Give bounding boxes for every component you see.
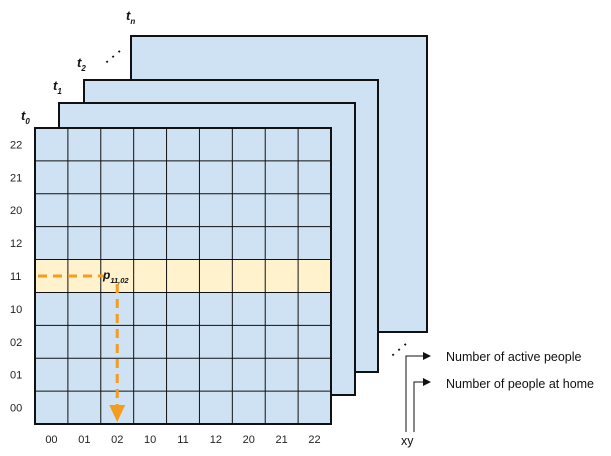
row-tick-label: 20 <box>10 205 22 217</box>
row-tick-label: 00 <box>10 403 22 415</box>
ellipsis-bottom: · · · <box>387 337 412 361</box>
col-tick-label: 12 <box>210 434 222 446</box>
ellipsis-top: · · · <box>101 44 126 68</box>
row-tick-label: 12 <box>10 238 22 250</box>
point-label: p11,02 <box>102 268 129 285</box>
time-label-t0: t0 <box>21 108 30 126</box>
grid-lines <box>35 128 331 424</box>
connector-active-people <box>405 352 431 432</box>
time-label-t2: t2 <box>77 55 86 73</box>
legend-axis-label: xy <box>401 434 414 448</box>
row-tick-labels: 22 21 20 12 11 10 02 01 00 <box>10 139 22 414</box>
legend-active-people: Number of active people <box>446 350 582 364</box>
col-tick-label: 10 <box>144 434 156 446</box>
row-tick-label: 22 <box>10 139 22 151</box>
col-tick-label: 21 <box>276 434 288 446</box>
col-tick-label: 01 <box>78 434 90 446</box>
time-label-tn: tn <box>126 8 135 26</box>
col-tick-labels: 00 01 02 10 11 12 20 21 22 <box>45 434 320 446</box>
col-tick-label: 20 <box>243 434 255 446</box>
legend-connectors <box>405 352 431 432</box>
row-tick-label: 01 <box>10 370 22 382</box>
row-tick-label: 02 <box>10 337 22 349</box>
row-tick-label: 11 <box>10 271 21 283</box>
connector-people-at-home <box>413 378 431 432</box>
col-tick-label: 02 <box>111 434 123 446</box>
down-arrow-icon <box>109 405 126 422</box>
row-tick-label: 10 <box>10 304 22 316</box>
time-label-t1: t1 <box>53 78 62 96</box>
frame-t-0-grid <box>34 127 332 425</box>
col-tick-label: 22 <box>308 434 320 446</box>
row-tick-label: 21 <box>10 172 22 184</box>
col-tick-label: 11 <box>177 434 188 446</box>
legend-people-at-home: Number of people at home <box>446 377 594 391</box>
highlighted-row-11 <box>35 259 331 293</box>
col-tick-label: 00 <box>45 434 57 446</box>
frame-t-0-border <box>34 127 332 425</box>
